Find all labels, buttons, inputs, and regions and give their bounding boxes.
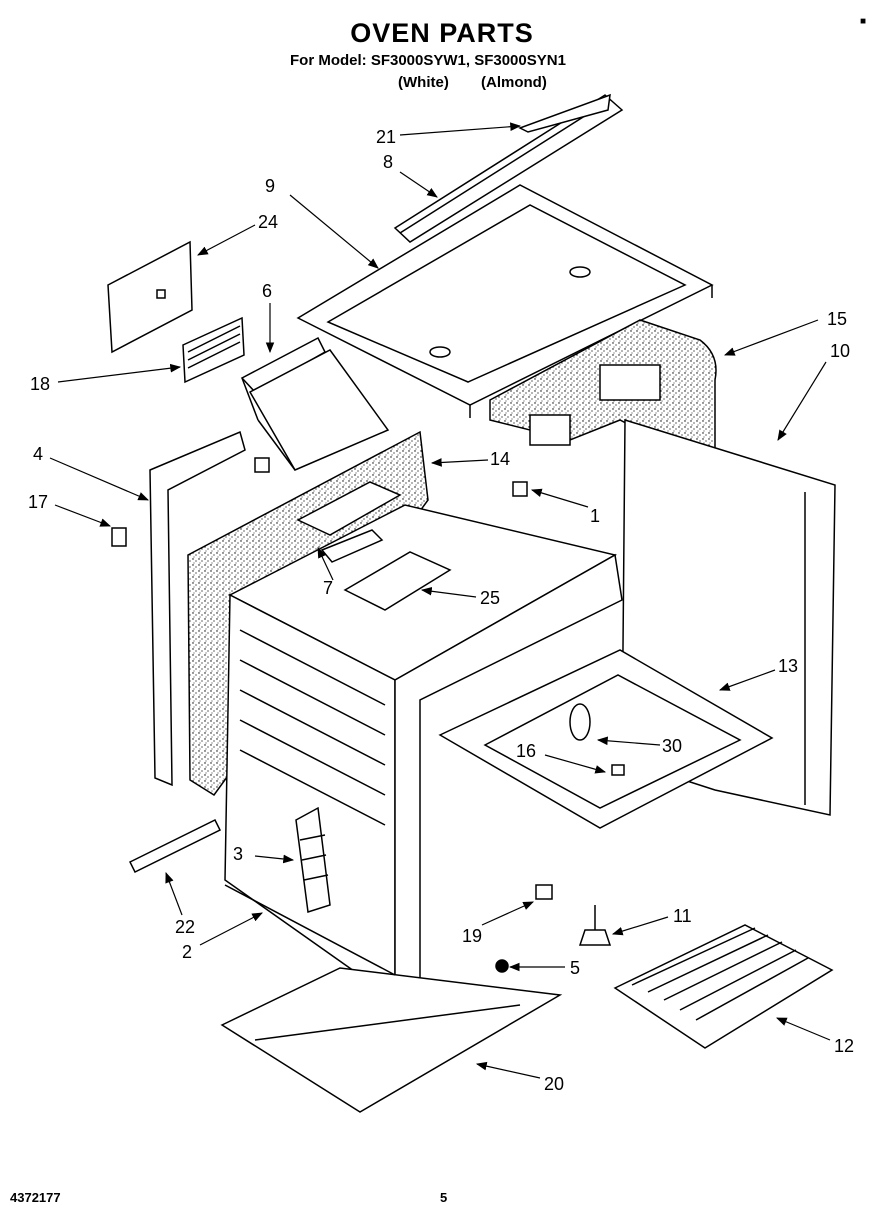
callout-15: 15 <box>827 309 847 329</box>
callout-19: 19 <box>462 926 482 946</box>
callout-10: 10 <box>830 341 850 361</box>
callout-2: 2 <box>182 942 192 962</box>
bottom-panel-part <box>220 967 563 1113</box>
callout-3: 3 <box>233 844 243 864</box>
color-white: (White) <box>398 74 449 91</box>
callout-17: 17 <box>28 492 48 512</box>
callout-24: 24 <box>258 212 278 232</box>
callout-8: 8 <box>383 152 393 172</box>
callout-14: 14 <box>490 449 510 469</box>
part-number: 4372177 <box>10 1190 61 1205</box>
callout-18: 18 <box>30 374 50 394</box>
vent-trim-part <box>296 481 402 563</box>
callout-20: 20 <box>544 1074 564 1094</box>
callout-6: 6 <box>262 281 272 301</box>
page-title: OVEN PARTS <box>350 18 534 48</box>
oven-rack-part <box>613 924 834 1049</box>
vent-duct-part <box>240 336 390 471</box>
callout-12: 12 <box>834 1036 854 1056</box>
bottom-rail-part <box>128 818 222 874</box>
callout-21: 21 <box>376 127 396 147</box>
callout-13: 13 <box>778 656 798 676</box>
leveling-leg-part <box>578 905 612 946</box>
callout-1: 1 <box>590 506 600 526</box>
vent-plate-part <box>182 316 245 384</box>
callout-11: 11 <box>673 906 692 926</box>
callout-16: 16 <box>516 741 536 761</box>
oven-top-frame-part <box>296 184 714 418</box>
screw-part <box>495 959 509 973</box>
callout-7: 7 <box>323 578 333 598</box>
color-almond: (Almond) <box>481 74 547 91</box>
clip-part <box>611 764 625 776</box>
door-spring-part <box>295 806 331 913</box>
callout-5: 5 <box>570 958 580 978</box>
lower-bracket-part <box>535 884 553 900</box>
callout-labels: 21 8 9 24 6 15 10 18 4 14 17 1 7 25 13 3… <box>28 127 854 1094</box>
color-variants: (White) (Almond) <box>398 74 575 91</box>
callout-22: 22 <box>175 917 195 937</box>
back-panel-part <box>107 240 193 354</box>
callout-30: 30 <box>662 736 682 756</box>
page-number: 5 <box>440 1190 448 1205</box>
element-cover-part <box>569 703 591 741</box>
lower-frame-part <box>224 884 396 976</box>
top-trim-part <box>393 93 624 243</box>
cover-plate-part <box>343 551 452 611</box>
callout-25: 25 <box>480 588 500 608</box>
callout-9: 9 <box>265 176 275 196</box>
small-clip-part <box>111 527 127 547</box>
callout-4: 4 <box>33 444 43 464</box>
bracket-part <box>512 481 528 497</box>
left-side-panel-part <box>149 430 270 787</box>
page-corner-mark: ■ <box>860 16 867 27</box>
leader-lines <box>49 122 831 1079</box>
model-line: For Model: SF3000SYW1, SF3000SYN1 <box>290 52 566 69</box>
